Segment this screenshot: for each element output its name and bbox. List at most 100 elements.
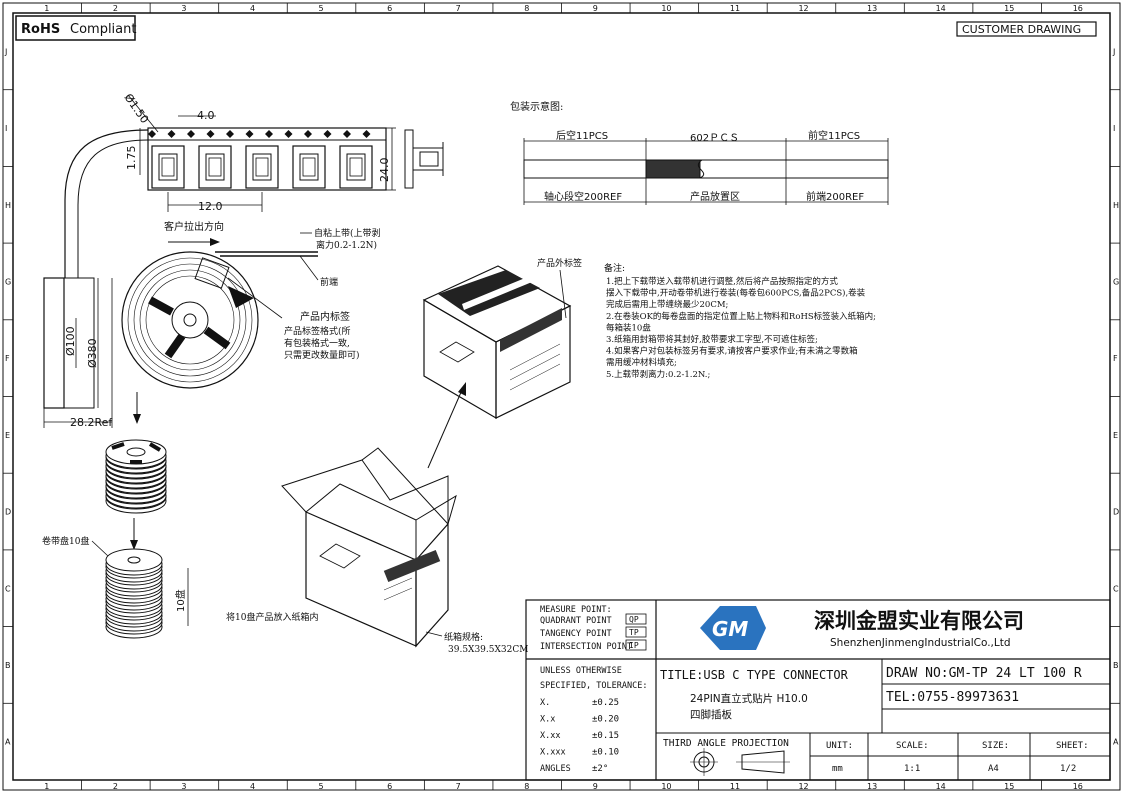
- company-logo: GM: [700, 606, 766, 650]
- dim-pitch-holes: 4.0: [197, 109, 215, 122]
- frame-col-label: 10: [661, 782, 671, 791]
- sprocket-hole-icon: [323, 130, 332, 138]
- frame-col-label: 12: [798, 4, 808, 13]
- tolerance-key: X.xx: [540, 731, 560, 741]
- measure-tangency: TANGENCY POINT: [540, 629, 612, 639]
- frame-col-label: 15: [1004, 782, 1014, 791]
- reel-side-view: [43, 277, 113, 428]
- frame-col-label: 6: [387, 782, 392, 791]
- sprocket-hole-icon: [304, 130, 312, 138]
- code-tp: TP: [629, 628, 639, 637]
- tolerance-key: X.: [540, 698, 550, 708]
- reel-stack-bottom: [105, 548, 163, 639]
- tolerance-value: ±0.10: [592, 748, 619, 758]
- rohs-text: Compliant: [70, 22, 136, 37]
- dim-hub-width: 28.2Ref: [70, 416, 113, 429]
- frame-col-label: 8: [524, 4, 529, 13]
- code-qp: QP: [629, 615, 639, 624]
- rohs-bold: RoHS: [21, 22, 60, 37]
- stack-height-label: 10盘: [174, 589, 187, 612]
- frame-col-label: 5: [319, 782, 324, 791]
- sprocket-hole-icon: [284, 130, 293, 138]
- reel-front-view: [121, 251, 318, 389]
- sprocket-hole-icon: [148, 130, 156, 138]
- tape-pocket: [245, 145, 279, 189]
- carrier-tape: 4.0 Ø1.50 1.75 24.0 12.0: [64, 91, 444, 278]
- frame-row-label: I: [5, 124, 7, 133]
- frame-col-label: 2: [113, 782, 118, 791]
- note-line: 3.纸箱用封箱带将其封好,胶带要求工字型,不可遮住标签;: [606, 334, 818, 345]
- frame-row-label: E: [1113, 431, 1118, 440]
- inner-label-title: 产品内标签: [300, 310, 350, 323]
- projection-label: THIRD ANGLE PROJECTION: [663, 738, 789, 749]
- drawing-title-sub-1: 24PIN直立式贴片 H10.0: [690, 692, 808, 705]
- sheet-value: 1/2: [1060, 764, 1076, 774]
- packing-front-empty: 前空11PCS: [808, 129, 860, 142]
- code-ip: IP: [629, 641, 639, 650]
- sprocket-hole-icon: [226, 130, 234, 138]
- customer-drawing-box: [956, 21, 1097, 37]
- frame-row-label: D: [5, 508, 11, 517]
- frame-col-label: 9: [593, 782, 598, 791]
- frame-row-label: B: [1113, 661, 1119, 670]
- size-header: SIZE:: [982, 741, 1009, 751]
- tape-pocket: [292, 145, 326, 189]
- note-line: 2.在卷装OK的每卷盘面的指定位置上贴上物料和RoHS标签装入纸箱内;: [606, 311, 876, 322]
- carton-spec-value: 39.5X39.5X32CM: [448, 645, 528, 655]
- sprocket-hole-icon: [187, 130, 195, 138]
- sprocket-hole-icon: [265, 130, 273, 138]
- note-line: 摆入下载带中,开动卷带机进行卷装(每卷包600PCS,备品2PCS),卷装: [606, 288, 866, 299]
- dim-edge-dist: 1.75: [125, 146, 138, 171]
- tape-pocket: [339, 145, 373, 189]
- note-line: 完成后需用上带缠绕最少20CM;: [606, 299, 728, 310]
- inner-label-note-3: 只需更改数量即可): [284, 349, 360, 361]
- frame-row-label: C: [5, 584, 11, 593]
- projection-symbol-icon: [690, 748, 790, 776]
- inner-label-note-2: 有包装格式一致,: [284, 337, 350, 349]
- measure-quadrant: QUADRANT POINT: [540, 616, 612, 626]
- frame-col-label: 14: [936, 782, 946, 791]
- tolerance-key: X.xxx: [540, 748, 566, 758]
- frame-col-label: 7: [456, 782, 461, 791]
- tape-pocket: [151, 145, 185, 189]
- frame-col-label: 5: [319, 4, 324, 13]
- frame-row-label: H: [1113, 201, 1119, 210]
- frame-col-label: 3: [181, 782, 186, 791]
- note-line: 需用缓冲材料填充;: [606, 357, 677, 368]
- tolerance-key: X.x: [540, 715, 555, 725]
- tel: TEL:0755-89973631: [886, 690, 1019, 705]
- dim-pitch-parts: 12.0: [198, 200, 223, 213]
- box-up-arrow: [458, 382, 466, 396]
- measure-head: MEASURE POINT:: [540, 605, 612, 615]
- frame-col-label: 14: [936, 4, 946, 13]
- packing-rear-empty: 后空11PCS: [556, 129, 608, 142]
- frame-col-label: 12: [798, 782, 808, 791]
- title-block: [525, 599, 1111, 781]
- cover-tape-label-2: 离力0.2-1.2N): [316, 239, 377, 251]
- tolerance-head-1: UNLESS OTHERWISE: [540, 666, 622, 676]
- frame-col-label: 4: [250, 782, 255, 791]
- packing-scheme: [523, 138, 889, 205]
- frame-zone-ticks: [3, 3, 1120, 790]
- frame-row-label: F: [5, 354, 10, 363]
- frame-col-label: 16: [1073, 4, 1083, 13]
- dim-hole-dia: Ø1.50: [122, 91, 152, 126]
- closed-carton: [422, 265, 572, 420]
- frame-row-label: D: [1113, 508, 1119, 517]
- frame-row-label: I: [1113, 124, 1115, 133]
- frame-col-label: 4: [250, 4, 255, 13]
- frame-col-label: 1: [44, 4, 49, 13]
- pull-direction-arrow: [210, 238, 220, 246]
- frame-row-label: E: [5, 431, 10, 440]
- frame-col-label: 2: [113, 4, 118, 13]
- reel-stack-top: [105, 439, 167, 514]
- frame-col-label: 11: [730, 782, 740, 791]
- tolerance-head-2: SPECIFIED, TOLERANCE:: [540, 681, 647, 691]
- tolerance-key: ANGLES: [540, 764, 571, 774]
- customer-drawing: CUSTOMER DRAWING: [962, 23, 1081, 36]
- pull-direction-label: 客户拉出方向: [164, 220, 224, 233]
- note-line: 4.如果客户对包装标签另有要求,请按客户要求作业;有未满之零数箱: [606, 346, 858, 357]
- frame-row-label: J: [4, 47, 7, 56]
- note-line: 5.上载带剥离力:0.2-1.2N.;: [606, 369, 710, 380]
- company-name-en: ShenzhenJinmengIndustrialCo.,Ltd: [830, 637, 1011, 649]
